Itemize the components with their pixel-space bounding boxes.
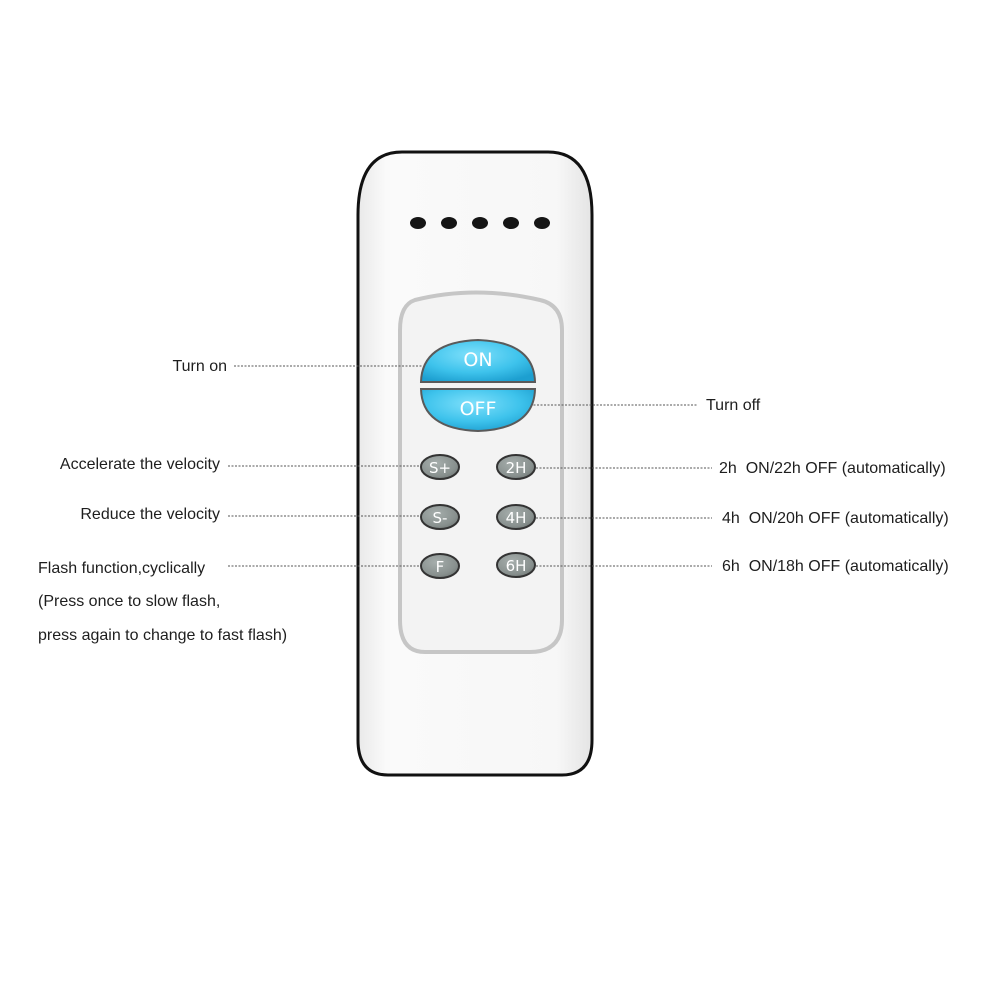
indicator-dot xyxy=(410,217,426,229)
indicator-dot xyxy=(441,217,457,229)
on-button-label: ON xyxy=(463,349,492,371)
indicator-dot xyxy=(472,217,488,229)
label-flash-line1: Flash function,cyclically xyxy=(38,560,205,577)
label-flash-line2: (Press once to slow flash, xyxy=(38,593,220,610)
timer-6h-button-label: 6H xyxy=(506,557,527,575)
off-button-label: OFF xyxy=(460,398,497,420)
indicator-dot xyxy=(503,217,519,229)
label-timer-6h: 6h ON/18h OFF (automatically) xyxy=(722,558,949,575)
label-reduce: Reduce the velocity xyxy=(80,506,220,523)
label-turn-off: Turn off xyxy=(706,397,761,414)
label-accelerate: Accelerate the velocity xyxy=(60,456,220,473)
timer-6h-button[interactable]: 6H xyxy=(496,552,536,578)
timer-2h-button-label: 2H xyxy=(506,459,527,477)
timer-2h-button[interactable]: 2H xyxy=(496,454,536,480)
speed-down-button[interactable]: S- xyxy=(420,504,460,530)
label-turn-on: Turn on xyxy=(172,358,227,375)
label-timer-2h: 2h ON/22h OFF (automatically) xyxy=(719,460,946,477)
flash-button[interactable]: F xyxy=(420,553,460,579)
timer-4h-button-label: 4H xyxy=(506,509,527,527)
off-button[interactable]: OFF xyxy=(419,388,537,433)
timer-4h-button[interactable]: 4H xyxy=(496,504,536,530)
leader-lines xyxy=(228,365,712,567)
on-button[interactable]: ON xyxy=(419,338,537,383)
speed-down-button-label: S- xyxy=(433,509,448,527)
indicator-dot xyxy=(534,217,550,229)
label-timer-4h: 4h ON/20h OFF (automatically) xyxy=(722,510,949,527)
indicator-dots xyxy=(410,217,550,229)
label-flash-line3: press again to change to fast flash) xyxy=(38,627,287,644)
flash-button-label: F xyxy=(436,558,445,576)
speed-up-button[interactable]: S+ xyxy=(420,454,460,480)
speed-up-button-label: S+ xyxy=(429,459,451,477)
